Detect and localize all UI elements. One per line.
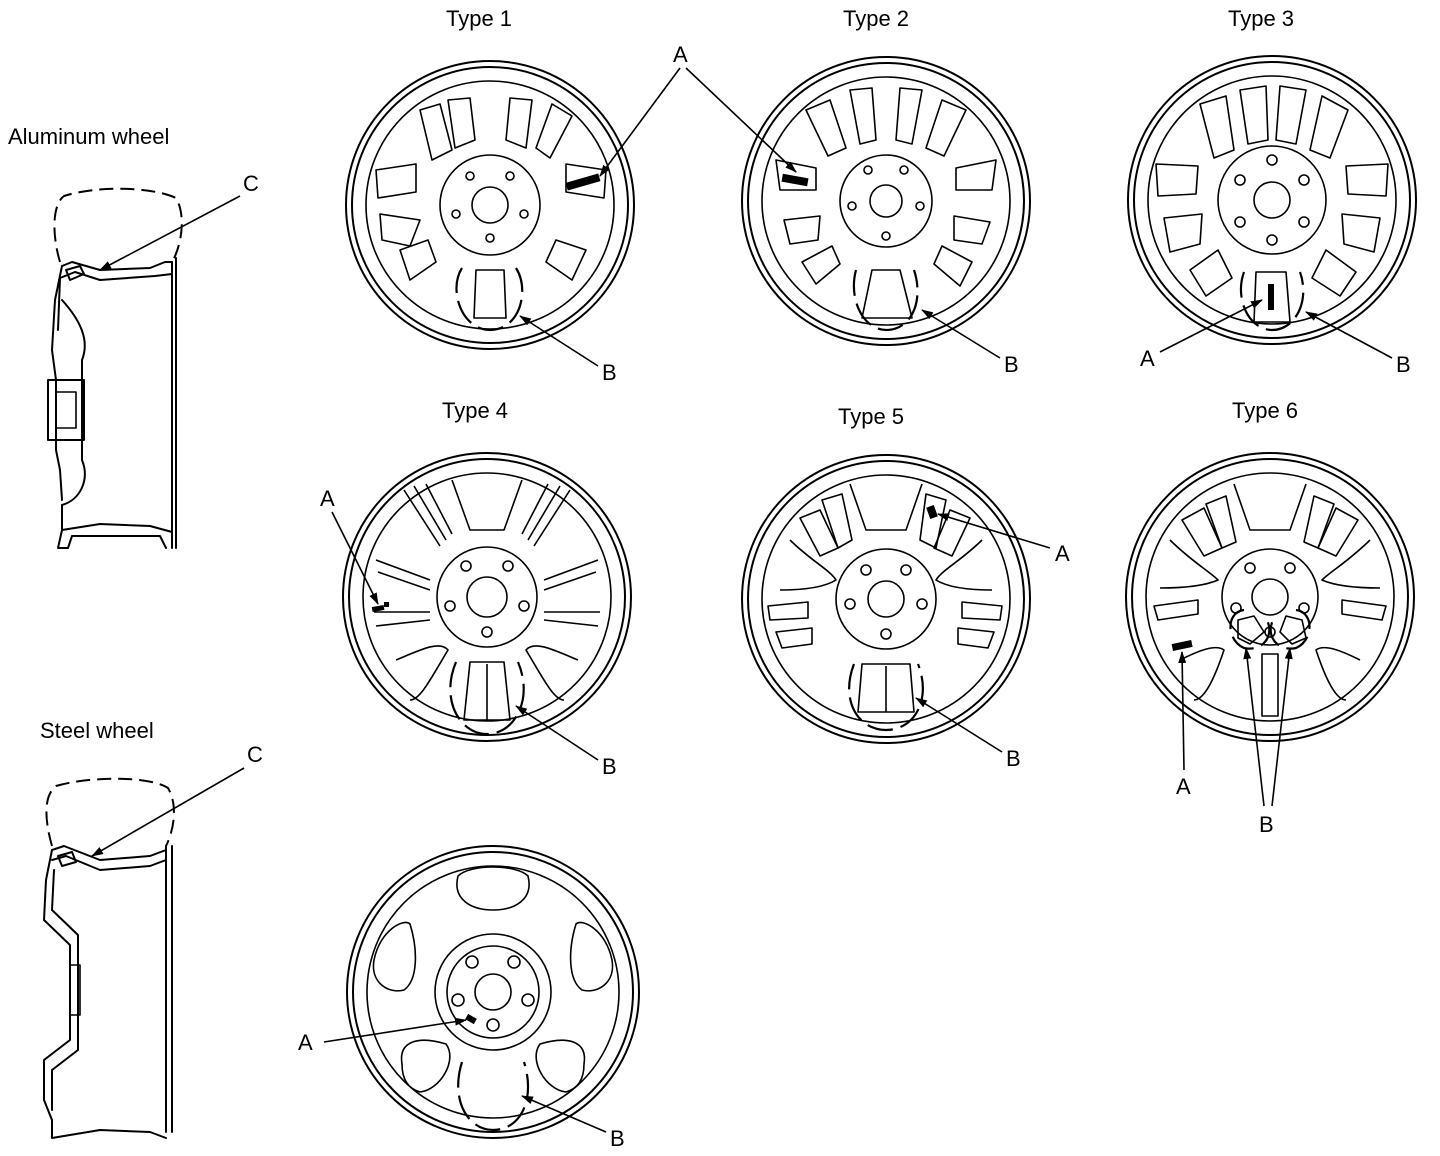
type-4-label-A: A (320, 486, 335, 511)
valve-hole-mark (565, 173, 601, 191)
type-6-title: Type 6 (1232, 398, 1298, 423)
wheel-type-6: Type 6 A B (1125, 398, 1415, 837)
valve-hole-mark (465, 1013, 477, 1025)
aluminum-wheel-section: Aluminum wheel C (8, 124, 259, 549)
svg-text:A: A (673, 42, 688, 67)
label-C-steel: C (247, 742, 263, 767)
aluminum-wheel-label: Aluminum wheel (8, 124, 169, 149)
valve-hole-mark (1268, 284, 1274, 310)
type-1-title: Type 1 (446, 6, 512, 31)
valve-hole-mark (371, 604, 385, 612)
wheel-type-3: Type 3 A B (1127, 6, 1417, 377)
steel-front-label-A: A (298, 1030, 313, 1055)
type-2-title: Type 2 (843, 6, 909, 31)
label-C-aluminum: C (243, 171, 259, 196)
type-1-label-B: B (602, 360, 617, 385)
wheel-type-5: Type 5 A B (741, 404, 1070, 771)
type-4-title: Type 4 (442, 398, 508, 423)
wheel-type-2: Type 2 B (741, 6, 1031, 377)
type-3-label-A: A (1140, 346, 1155, 371)
valve-hole-mark (926, 504, 938, 520)
type-5-title: Type 5 (838, 404, 904, 429)
steel-wheel-label: Steel wheel (40, 718, 154, 743)
steel-front-label-B: B (610, 1126, 625, 1151)
type-5-label-A: A (1055, 541, 1070, 566)
type-5-label-B: B (1006, 746, 1021, 771)
type-6-label-B: B (1259, 812, 1274, 837)
type-2-label-B: B (1004, 352, 1019, 377)
type-6-label-A: A (1176, 774, 1191, 799)
valve-hole-mark (781, 173, 809, 187)
steel-wheel-section: Steel wheel C (40, 718, 263, 1139)
wheel-type-1: Type 1 B (345, 6, 635, 385)
wheel-steel-front: A B (298, 845, 640, 1151)
type-3-title: Type 3 (1228, 6, 1294, 31)
type-3-label-B: B (1396, 352, 1411, 377)
valve-hole-mark (1171, 639, 1193, 651)
label-A-types-1-2: A (599, 42, 797, 177)
type-4-label-B: B (602, 754, 617, 779)
wheel-type-4: Type 4 A B (320, 398, 632, 779)
